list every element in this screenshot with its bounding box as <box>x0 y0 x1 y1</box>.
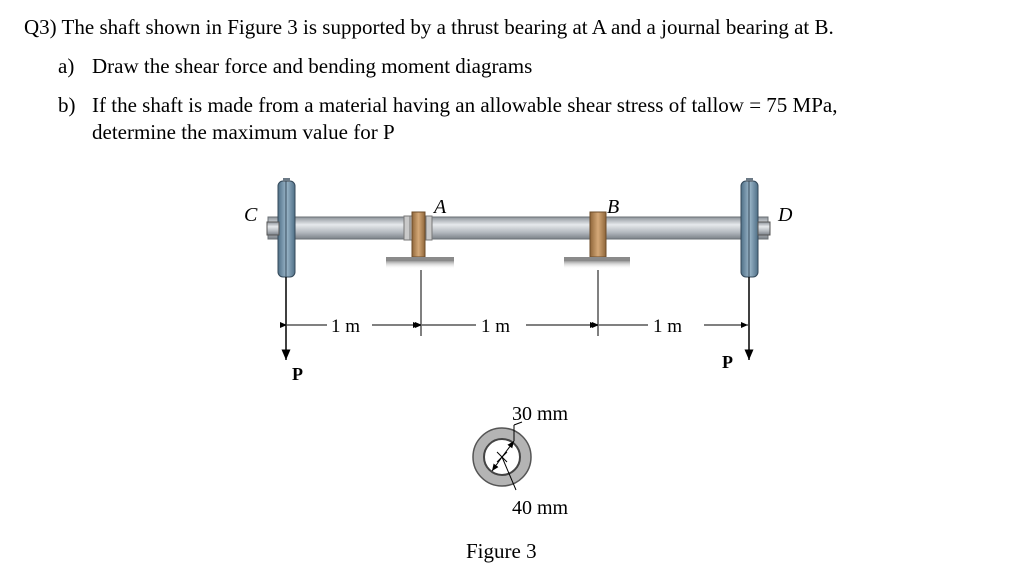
label-a: A <box>432 196 447 218</box>
load-left-label: P <box>292 364 303 384</box>
part-b-text-line1: If the shaft is made from a material hav… <box>92 93 838 117</box>
label-c: C <box>244 204 258 226</box>
load-right-label: P <box>722 352 733 372</box>
dim-c-a: 1 m <box>331 316 360 337</box>
journal-bearing-b <box>564 211 630 269</box>
part-b-label: b) <box>58 93 76 117</box>
section-inner-label: 30 mm <box>512 403 569 425</box>
part-a-text: Draw the shear force and bending moment … <box>92 54 533 78</box>
part-b-line2: determine the maximum value for P <box>92 119 395 145</box>
part-b-text-line2: determine the maximum value for P <box>92 120 395 144</box>
thrust-bearing-a <box>386 211 454 269</box>
dim-a-b: 1 m <box>481 316 510 337</box>
part-a: a) Draw the shear force and bending momen… <box>58 53 532 79</box>
dim-b-d: 1 m <box>653 316 682 337</box>
part-b: b) If the shaft is made from a material h… <box>58 92 837 118</box>
shaft <box>267 216 769 240</box>
pulley-c <box>266 178 296 278</box>
question-stem: Q3) The shaft shown in Figure 3 is suppo… <box>24 14 834 40</box>
question-stem-text: The shaft shown in Figure 3 is supported… <box>61 15 834 39</box>
section-outer-label: 40 mm <box>512 497 569 519</box>
figure-caption: Figure 3 <box>466 539 537 563</box>
part-a-label: a) <box>58 54 75 78</box>
cross-section <box>472 421 532 491</box>
pulley-d <box>740 178 771 278</box>
question-number: Q3) <box>24 15 57 39</box>
label-d: D <box>777 204 793 226</box>
label-b: B <box>607 196 619 218</box>
